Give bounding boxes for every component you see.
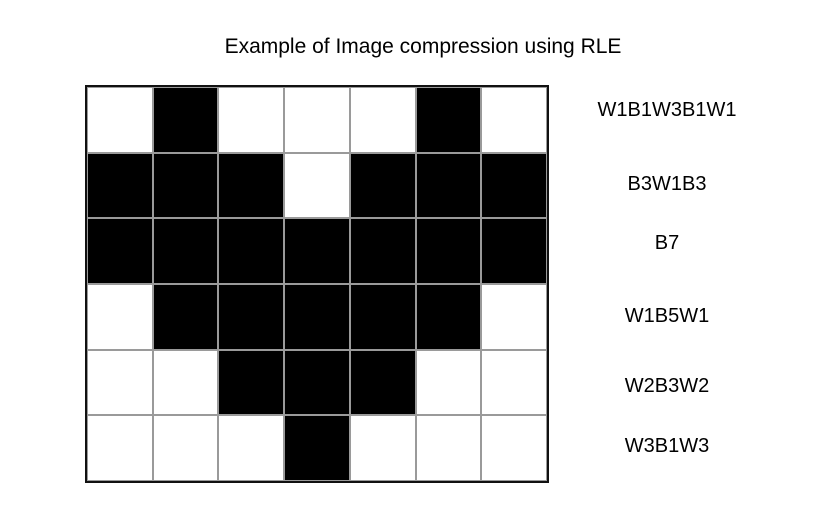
- black-pixel-cell: [152, 152, 219, 219]
- black-pixel-cell: [349, 218, 416, 284]
- black-pixel-cell: [415, 152, 482, 219]
- black-pixel-cell: [87, 152, 153, 219]
- rle-code-row-3: B7: [654, 232, 680, 254]
- white-pixel-cell: [481, 87, 547, 153]
- white-pixel-cell: [481, 349, 547, 416]
- white-pixel-cell: [87, 283, 153, 350]
- rle-code-row-1: W1B1W3B1W1: [597, 99, 737, 121]
- black-pixel-cell: [284, 218, 350, 284]
- white-pixel-cell: [87, 415, 153, 481]
- white-pixel-cell: [152, 415, 219, 481]
- white-pixel-cell: [152, 349, 219, 416]
- white-pixel-cell: [87, 87, 153, 153]
- white-pixel-cell: [218, 87, 285, 153]
- rle-code-row-4: W1B5W1: [624, 305, 710, 327]
- black-pixel-cell: [152, 87, 219, 153]
- white-pixel-cell: [218, 415, 285, 481]
- black-pixel-cell: [349, 283, 416, 350]
- pixel-grid: [85, 85, 549, 483]
- black-pixel-cell: [481, 218, 547, 284]
- black-pixel-cell: [218, 283, 285, 350]
- white-pixel-cell: [284, 87, 350, 153]
- white-pixel-cell: [87, 349, 153, 416]
- black-pixel-cell: [349, 152, 416, 219]
- white-pixel-cell: [481, 283, 547, 350]
- diagram-title: Example of Image compression using RLE: [224, 35, 622, 58]
- black-pixel-cell: [152, 283, 219, 350]
- black-pixel-cell: [218, 218, 285, 284]
- black-pixel-cell: [481, 152, 547, 219]
- black-pixel-cell: [218, 152, 285, 219]
- white-pixel-cell: [349, 415, 416, 481]
- black-pixel-cell: [349, 349, 416, 416]
- white-pixel-cell: [415, 415, 482, 481]
- black-pixel-cell: [87, 218, 153, 284]
- black-pixel-cell: [415, 218, 482, 284]
- black-pixel-cell: [152, 218, 219, 284]
- black-pixel-cell: [284, 415, 350, 481]
- black-pixel-cell: [284, 283, 350, 350]
- white-pixel-cell: [349, 87, 416, 153]
- black-pixel-cell: [218, 349, 285, 416]
- black-pixel-cell: [415, 87, 482, 153]
- white-pixel-cell: [481, 415, 547, 481]
- black-pixel-cell: [415, 283, 482, 350]
- rle-code-row-2: B3W1B3: [627, 173, 707, 195]
- white-pixel-cell: [284, 152, 350, 219]
- rle-code-row-5: W2B3W2: [624, 375, 710, 397]
- rle-code-row-6: W3B1W3: [624, 435, 710, 457]
- black-pixel-cell: [284, 349, 350, 416]
- white-pixel-cell: [415, 349, 482, 416]
